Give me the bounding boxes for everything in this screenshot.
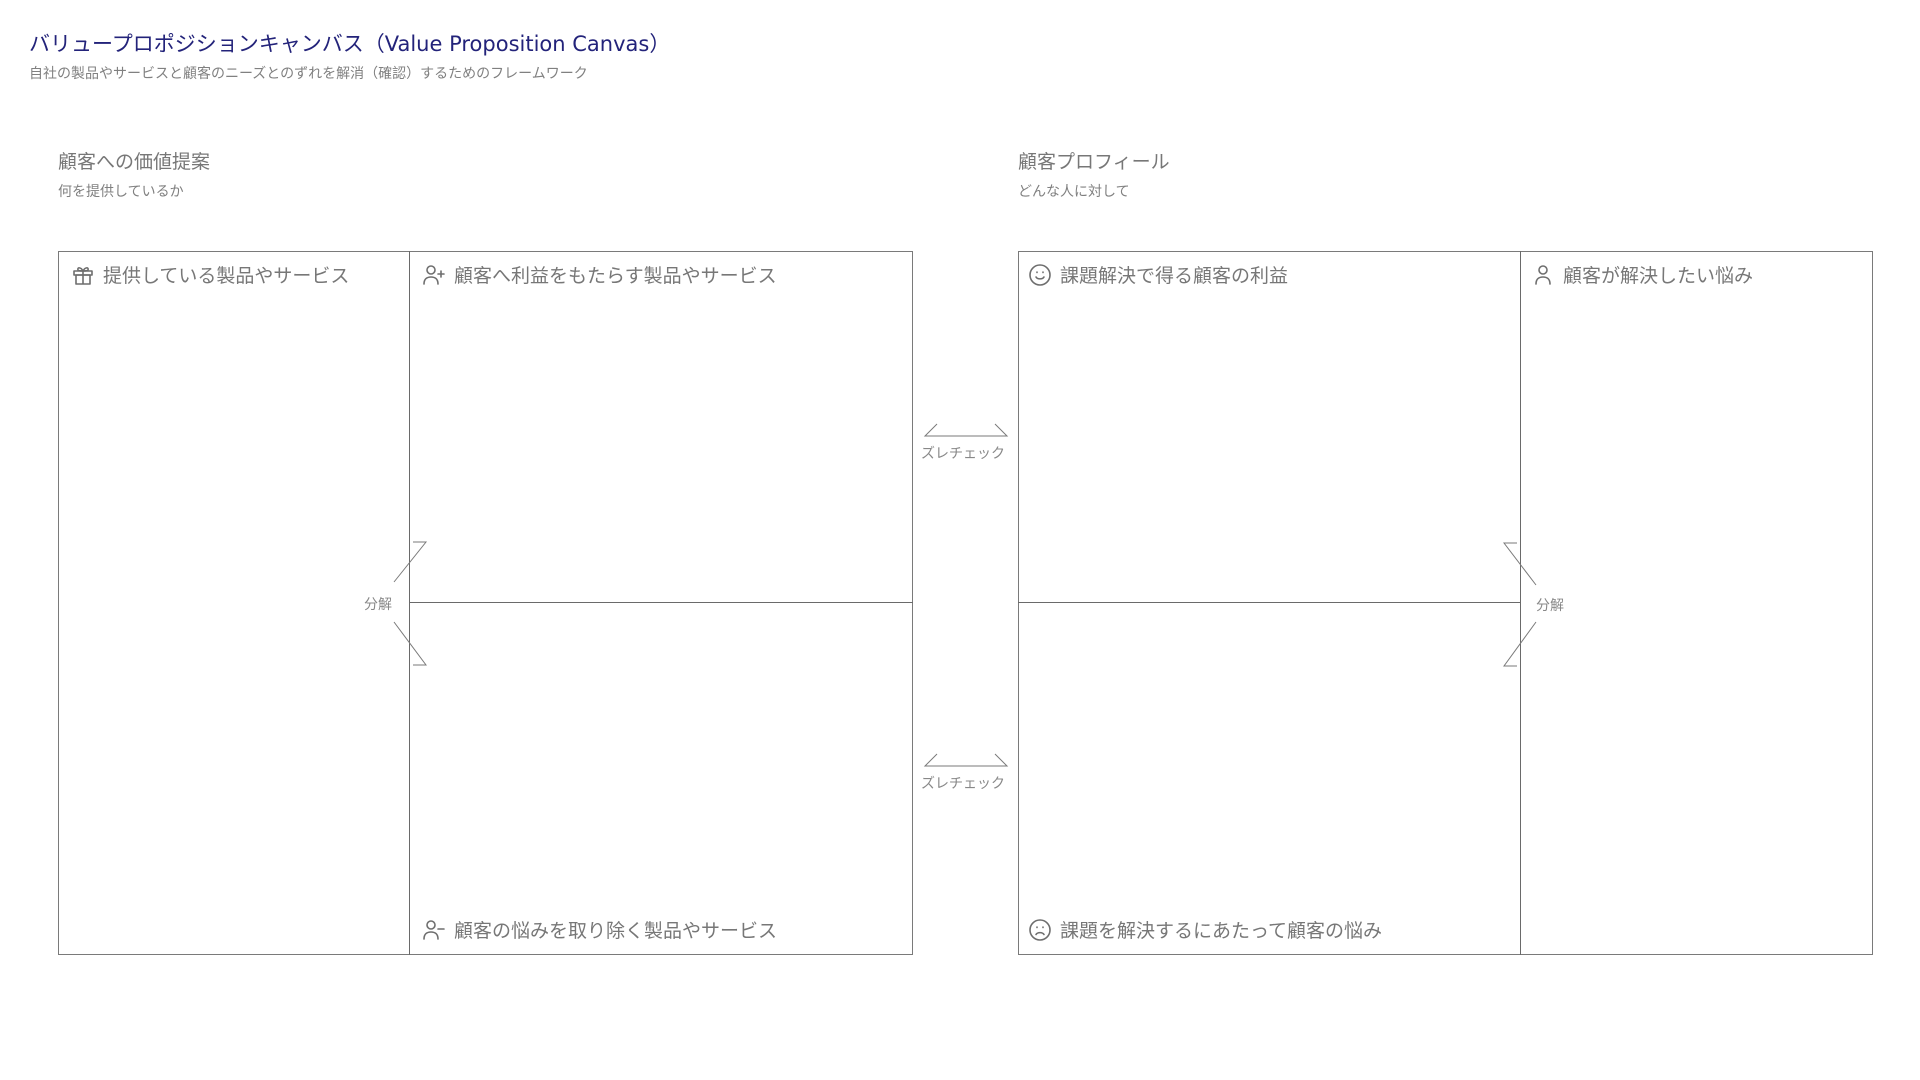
fit-check-bottom-label: ズレチェック [921, 776, 1005, 792]
value-proposition-heading: 顧客への価値提案 [58, 151, 211, 173]
value-map-divider [409, 251, 410, 955]
products-services-label: 提供している製品やサービス [71, 261, 349, 288]
gift-icon [71, 263, 95, 287]
user-plus-icon [422, 263, 446, 287]
customer-profile-divider [1520, 251, 1521, 955]
user-minus-icon [422, 918, 446, 942]
user-icon [1531, 263, 1555, 287]
left-decompose-label: 分解 [364, 597, 392, 613]
page-subtitle: 自社の製品やサービスと顧客のニーズとのずれを解消（確認）するためのフレームワーク [29, 66, 588, 82]
value-proposition-subheading: 何を提供しているか [58, 184, 184, 200]
fit-check-top-arrow [923, 423, 1009, 437]
products-services-text: 提供している製品やサービス [103, 265, 350, 287]
value-map-box [58, 251, 913, 955]
gain-creators-label: 顧客へ利益をもたらす製品やサービス [422, 261, 777, 288]
value-map-split [410, 602, 913, 603]
customer-jobs-text: 顧客が解決したい悩み [1563, 265, 1754, 287]
smile-icon [1028, 263, 1052, 287]
customer-gains-label: 課題解決で得る顧客の利益 [1028, 261, 1288, 288]
fit-check-bottom-arrow [923, 753, 1009, 767]
customer-profile-box [1018, 251, 1873, 955]
page-title: バリュープロポジションキャンバス（Value Proposition Canva… [29, 32, 671, 56]
pain-relievers-label: 顧客の悩みを取り除く製品やサービス [422, 916, 777, 943]
customer-profile-split [1018, 602, 1520, 603]
fit-check-top-label: ズレチェック [921, 446, 1005, 462]
customer-pains-label: 課題を解決するにあたって顧客の悩み [1028, 916, 1382, 943]
customer-jobs-label: 顧客が解決したい悩み [1531, 261, 1753, 288]
customer-pains-text: 課題を解決するにあたって顧客の悩み [1060, 920, 1383, 942]
pain-relievers-text: 顧客の悩みを取り除く製品やサービス [454, 920, 778, 942]
gain-creators-text: 顧客へ利益をもたらす製品やサービス [454, 265, 777, 287]
customer-profile-heading: 顧客プロフィール [1018, 151, 1170, 173]
customer-gains-text: 課題解決で得る顧客の利益 [1060, 265, 1289, 287]
right-decompose-label: 分解 [1536, 598, 1564, 614]
frown-icon [1028, 918, 1052, 942]
customer-profile-subheading: どんな人に対して [1018, 184, 1130, 200]
